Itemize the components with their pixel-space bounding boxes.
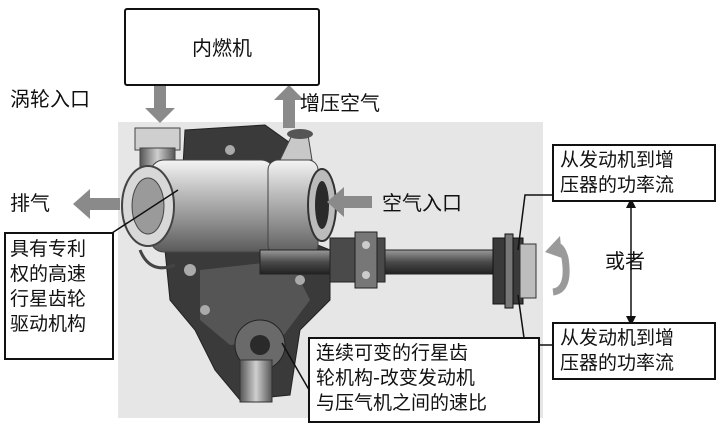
air-inlet-label: 空气入口	[382, 191, 462, 215]
power-flow-top-box: 从发动机到增 压器的功率流	[552, 144, 716, 202]
power-flow-bottom-line-2: 压器的功率流	[560, 352, 675, 374]
planetary-drive-line-4: 驱动机构	[10, 313, 87, 335]
power-flow-top-line-2: 压器的功率流	[560, 174, 675, 196]
planetary-drive-line-3: 行星齿轮	[10, 288, 87, 310]
exhaust-label: 排气	[10, 191, 50, 215]
boost-air-label: 增压空气	[300, 91, 380, 115]
power-flow-top-line-1: 从发动机到增	[560, 149, 675, 171]
engine-box: 内燃机	[124, 8, 320, 86]
cvt-label-box: 连续可变的行星齿 轮机构-改变发动机 与压气机之间的速比	[308, 337, 540, 423]
power-flow-bottom-box: 从发动机到增 压器的功率流	[552, 322, 716, 380]
cvt-line-1: 连续可变的行星齿	[316, 342, 469, 364]
planetary-drive-label-box: 具有专利 权的高速 行星齿轮 驱动机构	[4, 232, 114, 360]
power-flow-bottom-line-1: 从发动机到增	[560, 327, 675, 349]
turbine-inlet-label: 涡轮入口	[10, 87, 90, 111]
or-label: 或者	[605, 249, 645, 273]
engine-label: 内燃机	[192, 36, 252, 60]
cvt-line-3: 与压气机之间的速比	[316, 392, 488, 414]
cvt-line-2: 轮机构-改变发动机	[316, 367, 475, 389]
planetary-drive-line-2: 权的高速	[10, 263, 87, 285]
planetary-drive-line-1: 具有专利	[10, 238, 87, 260]
